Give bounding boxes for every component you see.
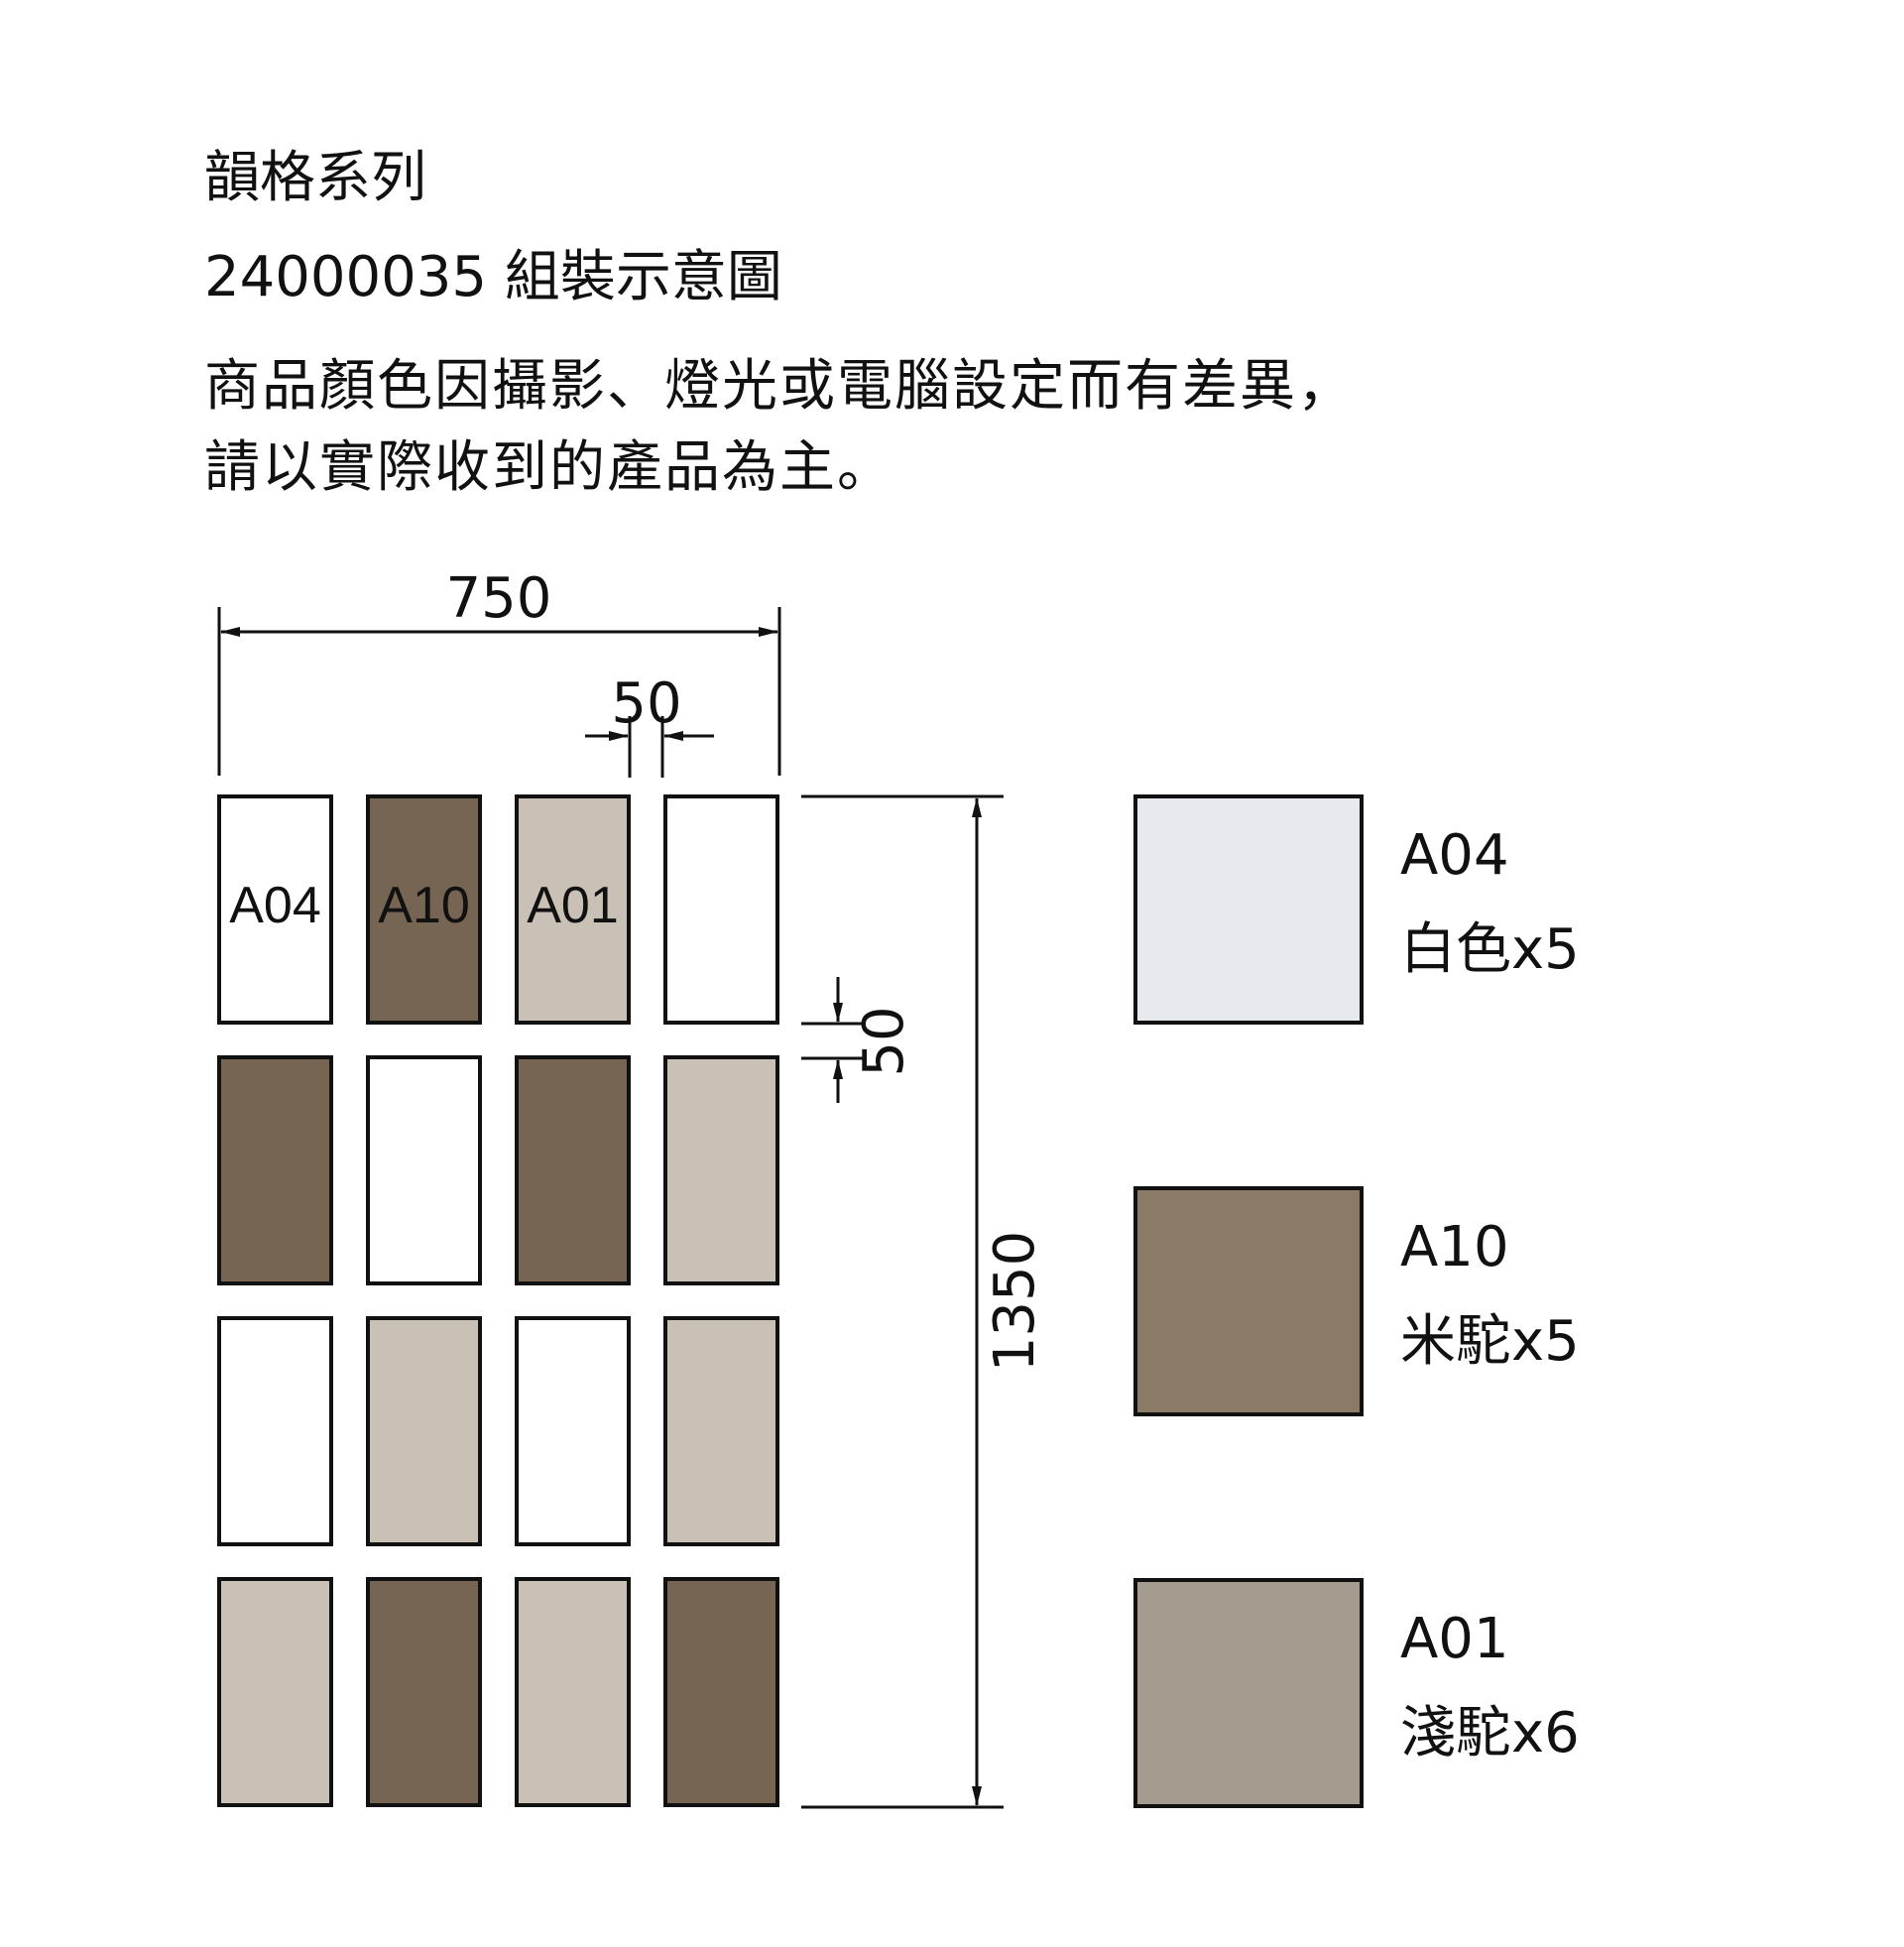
tile-r2-c3-a10 bbox=[515, 1055, 631, 1285]
disclaimer-line-1: 商品顏色因攝影、燈光或電腦設定而有差異， bbox=[204, 354, 1355, 419]
product-line-title: 24000035 組裝示意圖 bbox=[204, 245, 782, 309]
tile-r4-c2-a10 bbox=[366, 1577, 482, 1807]
tile-r3-c1-a04 bbox=[217, 1316, 333, 1546]
tile-grid: A04 A10 A01 bbox=[217, 794, 779, 1807]
tile-r2-c2-a04 bbox=[366, 1055, 482, 1285]
legend-swatches bbox=[1133, 794, 1364, 1808]
swatch-a04 bbox=[1133, 794, 1364, 1025]
legend-name-a10: 米駝x5 bbox=[1400, 1309, 1580, 1374]
tile-r3-c2-a01 bbox=[366, 1316, 482, 1546]
tile-r1-c3-a01 bbox=[515, 794, 631, 1025]
legend-code-a10: A10 bbox=[1400, 1215, 1509, 1279]
tile-label-a10: A10 bbox=[378, 877, 470, 934]
vertical-gap-dimension: 50 bbox=[801, 977, 916, 1103]
horizontal-gap-dimension: 50 bbox=[585, 671, 714, 778]
horizontal-gap-label: 50 bbox=[611, 671, 681, 736]
tile-r1-c1-a04 bbox=[217, 794, 333, 1025]
tile-r4-c4-a10 bbox=[663, 1577, 779, 1807]
tile-r2-c1-a10 bbox=[217, 1055, 333, 1285]
tile-r1-c4-a04 bbox=[663, 794, 779, 1025]
tile-r2-c4-a01 bbox=[663, 1055, 779, 1285]
height-dimension: 1350 bbox=[801, 794, 1047, 1809]
legend-code-a04: A04 bbox=[1400, 823, 1509, 888]
legend-name-a01: 淺駝x6 bbox=[1400, 1701, 1580, 1765]
tile-r4-c1-a01 bbox=[217, 1577, 333, 1807]
series-title: 韻格系列 bbox=[204, 146, 426, 210]
tile-r4-c3-a01 bbox=[515, 1577, 631, 1807]
tile-label-a01: A01 bbox=[527, 877, 619, 934]
legend-name-a04: 白色x5 bbox=[1400, 917, 1580, 982]
height-dimension-label: 1350 bbox=[983, 1231, 1047, 1373]
tile-label-a04: A04 bbox=[229, 877, 321, 934]
width-dimension: 750 bbox=[217, 566, 781, 776]
swatch-a10 bbox=[1133, 1186, 1364, 1416]
swatch-a01 bbox=[1133, 1578, 1364, 1808]
width-dimension-label: 750 bbox=[446, 566, 552, 631]
vertical-gap-label: 50 bbox=[852, 1006, 916, 1076]
legend-code-a01: A01 bbox=[1400, 1607, 1509, 1671]
tile-r3-c4-a01 bbox=[663, 1316, 779, 1546]
disclaimer-line-2: 請以實際收到的產品為主。 bbox=[204, 435, 894, 500]
tile-r1-c2-a10 bbox=[366, 794, 482, 1025]
tile-r3-c3-a04 bbox=[515, 1316, 631, 1546]
